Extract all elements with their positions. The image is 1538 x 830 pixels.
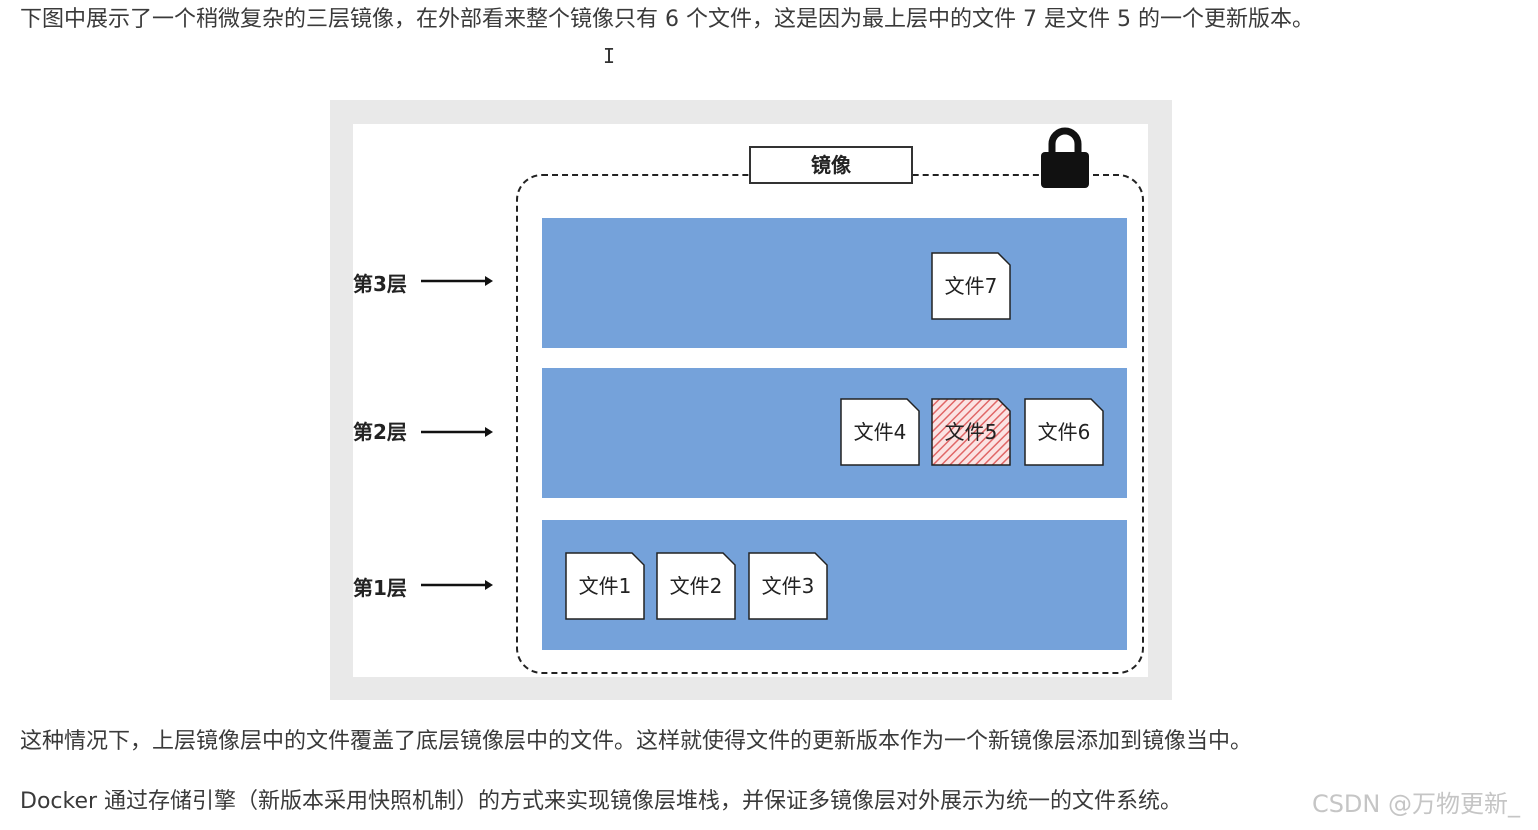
image-label: 镜像 bbox=[749, 146, 913, 184]
file-card: 文件7 bbox=[931, 252, 1011, 320]
file-label: 文件5 bbox=[944, 420, 998, 444]
file-label: 文件6 bbox=[1037, 420, 1091, 444]
file-label: 文件2 bbox=[669, 574, 723, 598]
layer-1-label: 第1层 bbox=[353, 576, 407, 600]
arrow-right-icon bbox=[421, 427, 493, 437]
hatched-file-icon bbox=[931, 398, 1011, 466]
file-label: 文件3 bbox=[761, 574, 815, 598]
overridden-file-card: 文件5 bbox=[931, 398, 1011, 466]
file-icon bbox=[931, 252, 1011, 320]
file-icon bbox=[840, 398, 920, 466]
file-icon bbox=[1024, 398, 1104, 466]
layer-2-band: 文件4 文件5 文件6 bbox=[542, 368, 1127, 498]
file-card: 文件1 bbox=[565, 552, 645, 620]
figure-canvas: 镜像 文件7 第3层 文件4 bbox=[353, 124, 1148, 677]
file-icon bbox=[565, 552, 645, 620]
file-icon bbox=[748, 552, 828, 620]
arrow-right-icon bbox=[421, 580, 493, 590]
file-label: 文件1 bbox=[578, 574, 632, 598]
text-cursor-icon: I bbox=[603, 44, 616, 68]
layer-1-band: 文件1 文件2 文件3 bbox=[542, 520, 1127, 650]
layer-3-band: 文件7 bbox=[542, 218, 1127, 348]
arrow-right-icon bbox=[421, 276, 493, 286]
file-label: 文件4 bbox=[853, 420, 907, 444]
layer-3-label: 第3层 bbox=[353, 272, 407, 296]
lock-icon bbox=[1041, 127, 1089, 188]
watermark: CSDN @万物更新_ bbox=[1311, 790, 1520, 818]
file-card: 文件4 bbox=[840, 398, 920, 466]
override-paragraph: 这种情况下，上层镜像层中的文件覆盖了底层镜像层中的文件。这样就使得文件的更新版本… bbox=[20, 729, 1253, 754]
file-card: 文件2 bbox=[656, 552, 736, 620]
file-card: 文件3 bbox=[748, 552, 828, 620]
layer-2-label: 第2层 bbox=[353, 420, 407, 444]
file-card: 文件6 bbox=[1024, 398, 1104, 466]
file-label: 文件7 bbox=[944, 274, 998, 298]
intro-paragraph: 下图中展示了一个稍微复杂的三层镜像，在外部看来整个镜像只有 6 个文件，这是因为… bbox=[20, 7, 1314, 32]
docker-paragraph: Docker 通过存储引擎（新版本采用快照机制）的方式来实现镜像层堆栈，并保证多… bbox=[20, 789, 1183, 814]
image-layers-figure: 镜像 文件7 第3层 文件4 bbox=[330, 100, 1172, 700]
file-icon bbox=[656, 552, 736, 620]
